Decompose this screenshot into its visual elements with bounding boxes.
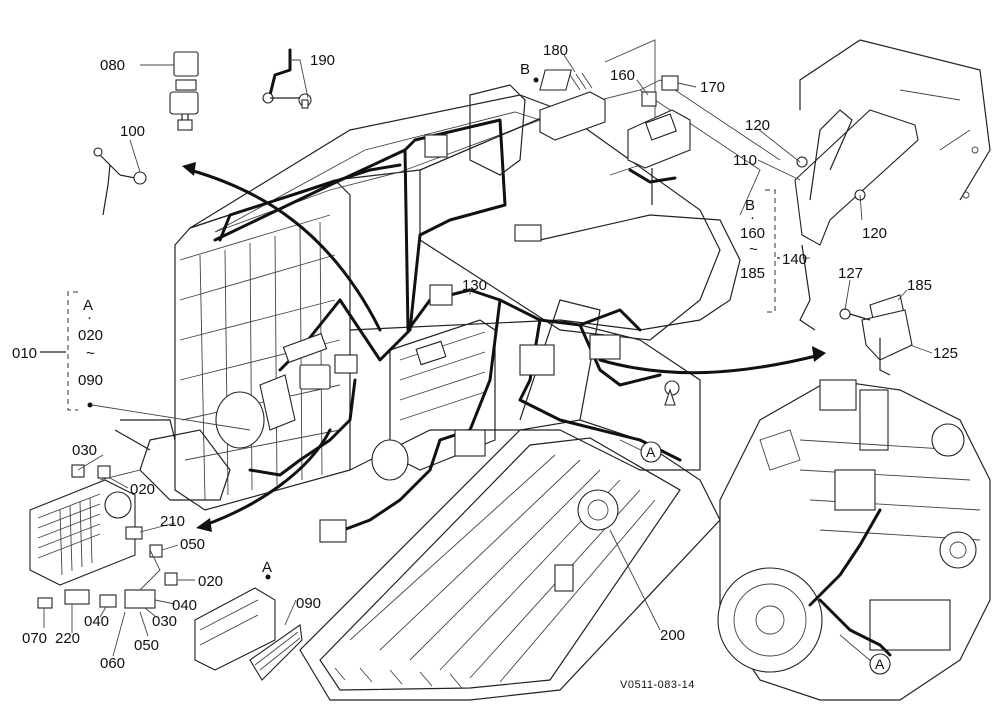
- callout-110: 110: [733, 152, 757, 169]
- callout-220: 220: [55, 630, 80, 647]
- engine-block: [717, 379, 991, 701]
- callout-b-top: B: [520, 61, 530, 78]
- group-b-to: 185: [740, 265, 765, 282]
- callout-185: 185: [907, 277, 932, 294]
- group-a-from: 020: [78, 327, 103, 344]
- callout-120-upper: 120: [745, 117, 770, 134]
- callout-100: 100: [120, 123, 145, 140]
- direction-arrows: [182, 162, 826, 532]
- marker-a-mid: A: [646, 444, 656, 460]
- callout-030-lower: 030: [152, 613, 177, 630]
- callout-140: 140: [782, 251, 807, 268]
- harness-components: [215, 134, 680, 543]
- group-bracket-a: [40, 291, 251, 431]
- callout-020-lower: 020: [198, 573, 223, 590]
- callout-160: 160: [610, 67, 635, 84]
- callout-180: 180: [543, 42, 568, 59]
- callout-200: 200: [660, 627, 685, 644]
- figure-reference-code: V0511-083-14: [620, 679, 695, 691]
- callout-125: 125: [933, 345, 958, 362]
- group-b-tilde: ~: [749, 241, 758, 258]
- callout-050-upper: 050: [180, 536, 205, 553]
- callout-030-upper: 030: [72, 442, 97, 459]
- group-a-tilde: ~: [86, 345, 95, 362]
- callout-060: 060: [100, 655, 125, 672]
- leader-lines: [43, 54, 933, 663]
- callout-090: 090: [296, 595, 321, 612]
- group-b-from: 160: [740, 225, 765, 242]
- part-160-170-assembly: [604, 39, 691, 205]
- callout-040-left: 040: [84, 613, 109, 630]
- callout-080: 080: [100, 57, 125, 74]
- part-210-fuse-box: [29, 464, 178, 609]
- callout-190: 190: [310, 52, 335, 69]
- part-185-sensor-bracket: [839, 294, 913, 376]
- group-b-dot: ·: [750, 209, 755, 226]
- callout-170: 170: [700, 79, 725, 96]
- callout-130: 130: [462, 277, 487, 294]
- group-a-to: 090: [78, 372, 103, 389]
- marker-a-engine: A: [875, 656, 885, 672]
- callout-020-upper: 020: [130, 481, 155, 498]
- callout-050-lower: 050: [134, 637, 159, 654]
- callout-a-panel: A: [262, 559, 272, 576]
- part-180-b: [533, 69, 606, 141]
- connection-markers: A A: [640, 441, 891, 675]
- callout-labels: 080 190 100 180 B 160 170 120 110 120 B …: [12, 42, 958, 672]
- callout-070: 070: [22, 630, 47, 647]
- callout-210: 210: [160, 513, 185, 530]
- part-100-wire: [93, 147, 147, 216]
- callout-040-right: 040: [172, 597, 197, 614]
- track-assembly: [299, 299, 721, 701]
- group-a-letter: A: [83, 297, 93, 314]
- group-a-dot: ·: [87, 309, 92, 326]
- part-080-relay: [169, 51, 199, 131]
- group-bracket-b: [765, 189, 780, 313]
- part-a-090-panel: [194, 574, 303, 681]
- callout-127: 127: [838, 265, 863, 282]
- group-b-letter: B: [745, 197, 755, 214]
- callout-010: 010: [12, 345, 37, 362]
- part-110-bracket: [794, 39, 991, 331]
- callout-120-lower: 120: [862, 225, 887, 242]
